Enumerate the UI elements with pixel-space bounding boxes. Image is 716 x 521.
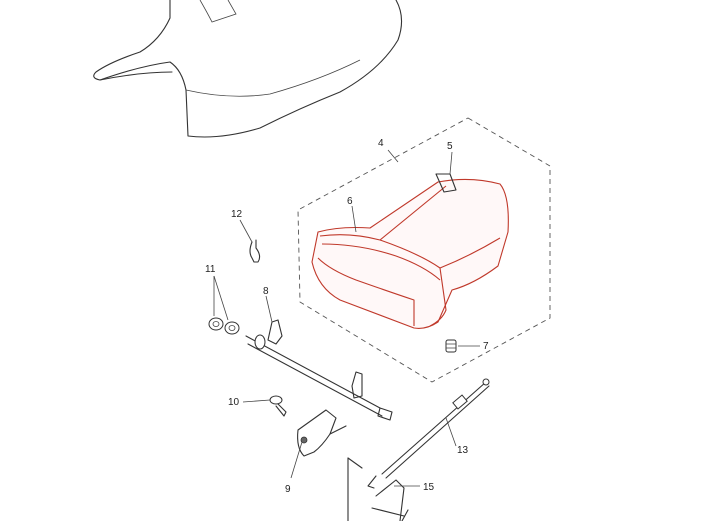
rear-seat [311,178,509,329]
callout-8: 8 [263,286,269,297]
washers [208,317,240,335]
cable-bracket [347,457,409,521]
callout-6: 6 [347,196,353,207]
callout-4: 4 [378,138,384,149]
callout-15: 15 [423,482,435,493]
callout-7: 7 [483,341,489,352]
seat-lock-cable [367,378,490,489]
callout-5: 5 [447,141,453,152]
seat-lock-shaft [245,319,393,421]
callout-12: 12 [231,209,243,220]
seat-strap [435,173,457,193]
callout-9: 9 [285,484,291,495]
callout-13: 13 [457,445,469,456]
callout-10: 10 [228,397,240,408]
bolt [269,395,287,417]
seat-lock-lever [297,409,347,457]
front-seat [93,0,403,138]
seat-nut [445,339,457,353]
seat-assembly-boundary [297,117,551,383]
callout-11: 11 [205,264,216,275]
retaining-clip [249,239,261,263]
leader-lines [213,149,480,487]
